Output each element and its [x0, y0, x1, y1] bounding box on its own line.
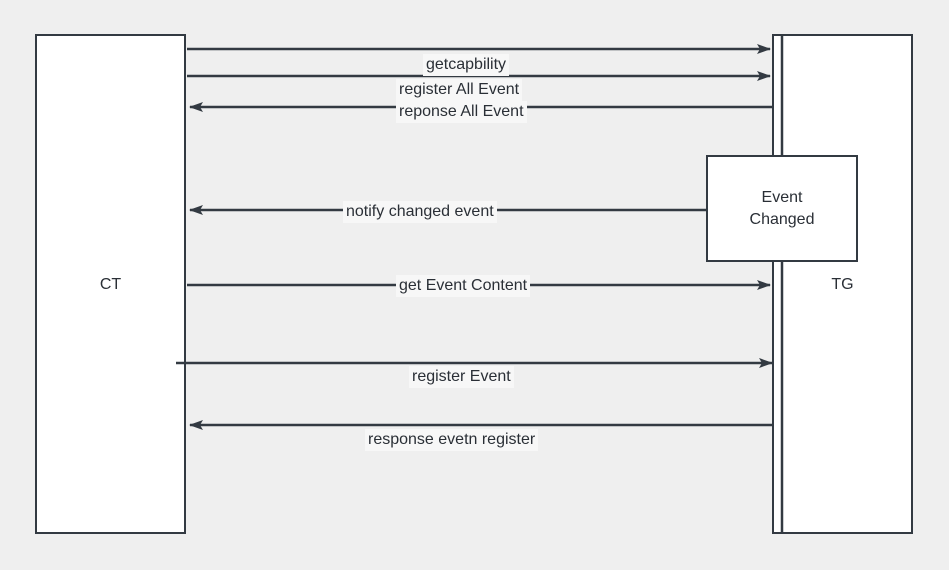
- lifeline-box-ct[interactable]: [35, 34, 186, 534]
- message-label-register-all-event: register All Event: [396, 79, 523, 101]
- message-label-response-evetn-register: response evetn register: [365, 429, 539, 451]
- message-label-getcapbility: getcapbility: [423, 54, 510, 76]
- message-label-get-event-content: get Event Content: [396, 275, 531, 297]
- message-label-reponse-all-event: reponse All Event: [396, 101, 527, 123]
- lifeline-label-tg: TG: [831, 276, 854, 293]
- message-label-notify-changed-event: notify changed event: [343, 201, 497, 223]
- lifeline-label-ct: CT: [99, 276, 122, 293]
- note-box-label: Event Changed: [749, 188, 815, 228]
- lifeline-box-tg[interactable]: [772, 34, 913, 534]
- note-box-event-changed[interactable]: Event Changed: [706, 155, 858, 262]
- message-label-register-event: register Event: [409, 366, 514, 388]
